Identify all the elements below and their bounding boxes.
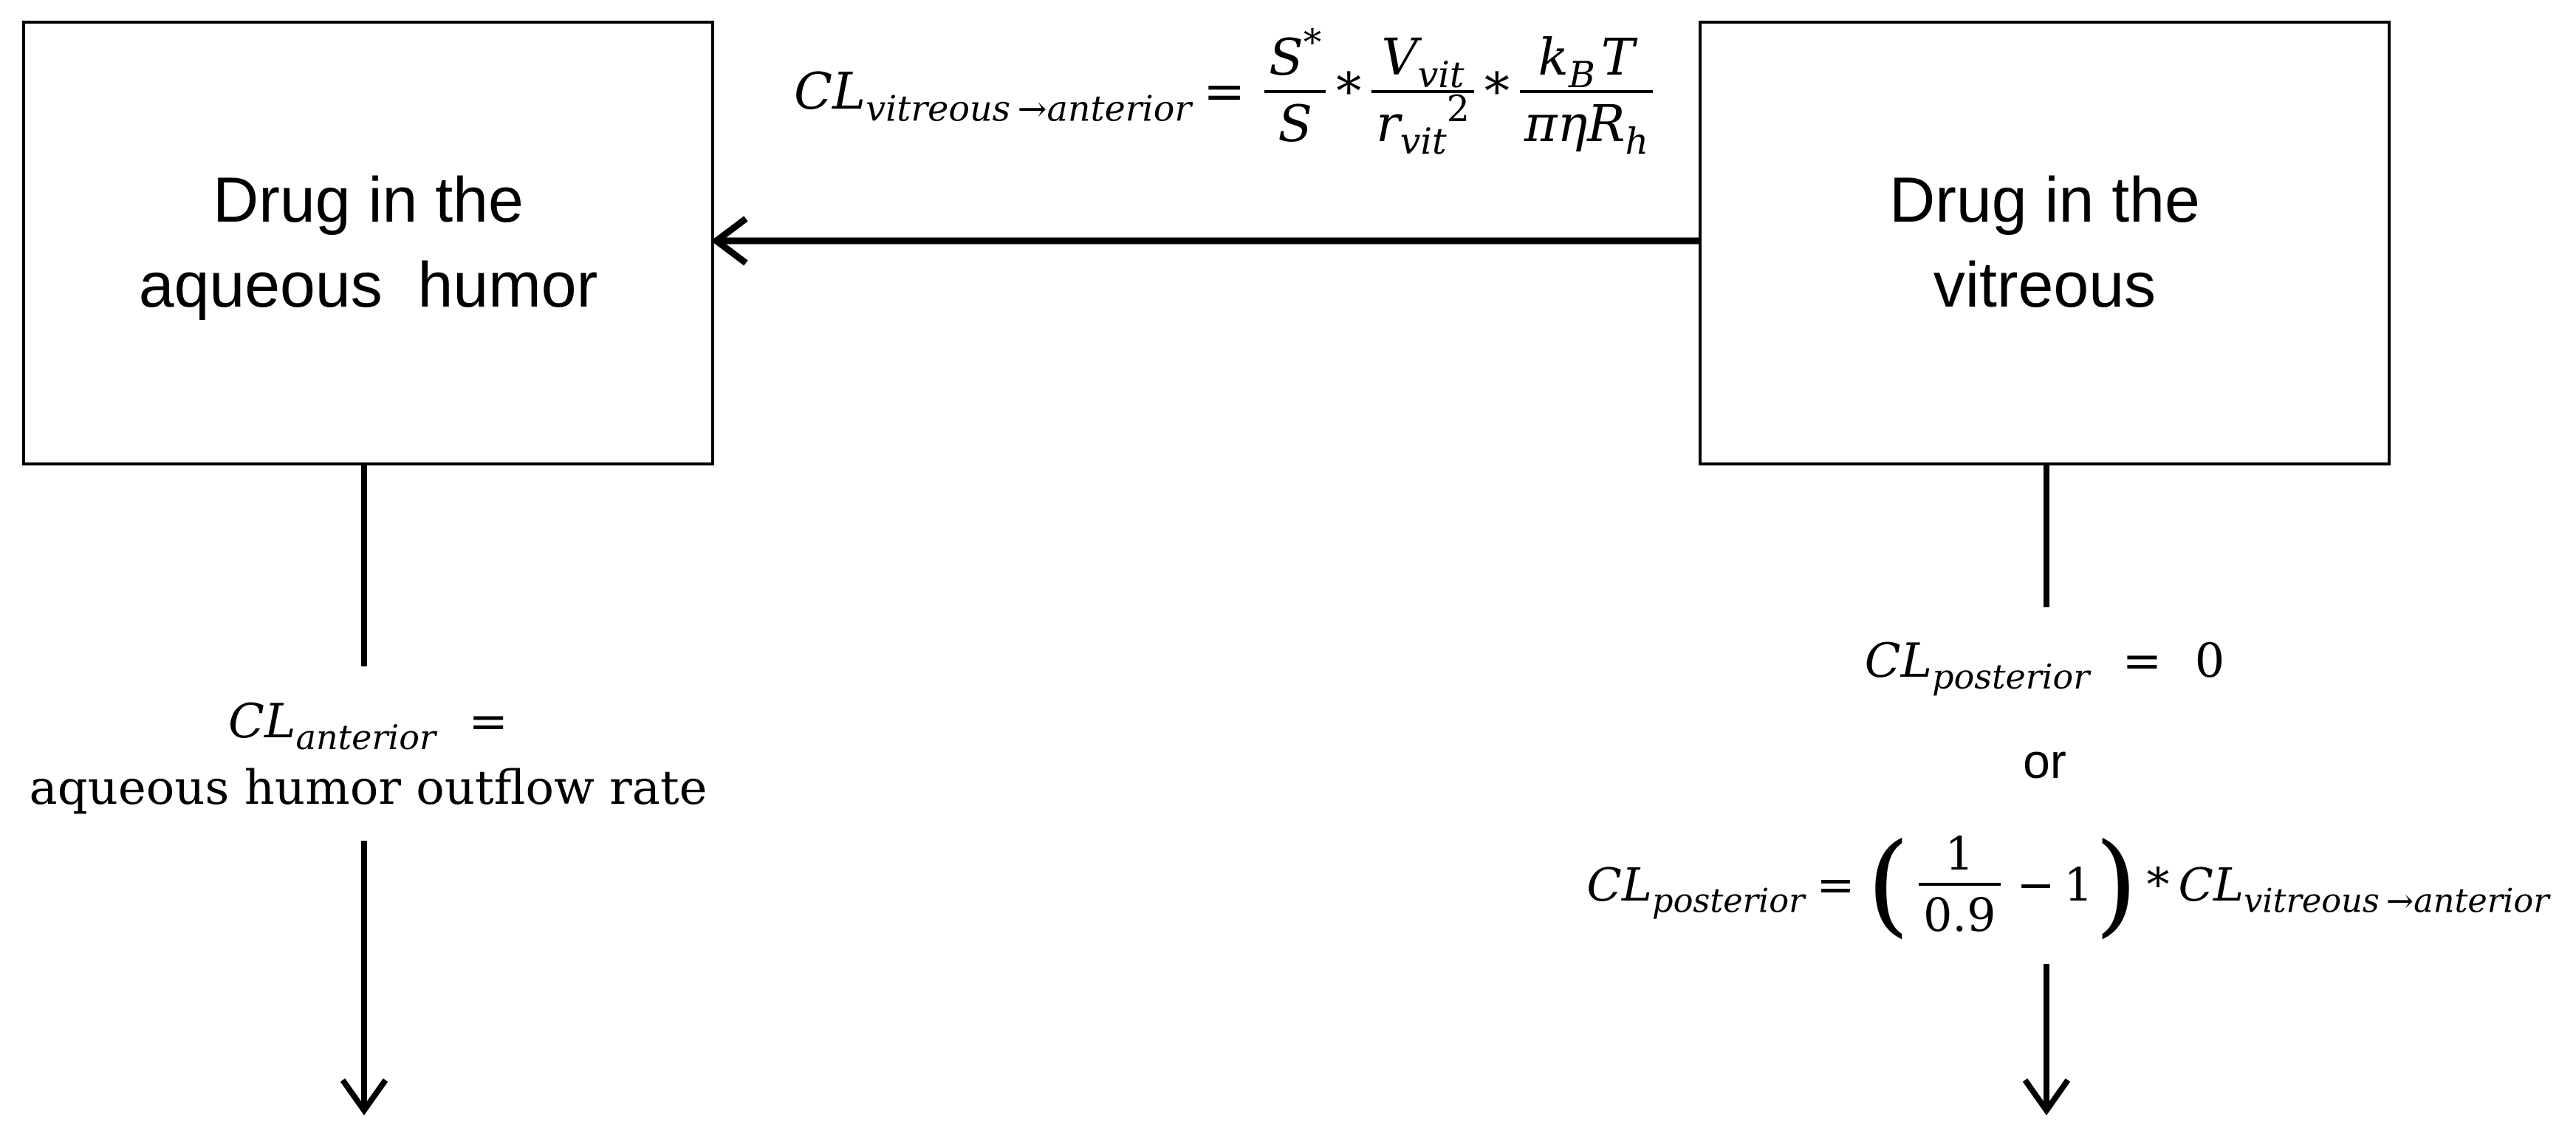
volume-radius-fraction: Vvit rvit2 <box>1371 29 1474 160</box>
surface-ratio-fraction: S* S <box>1264 24 1326 154</box>
vitreous-box-line2: vitreous <box>1933 250 2157 321</box>
posterior-clearance-zero: CLposterior = 0 <box>1864 634 2225 697</box>
posterior-alt-lhs: CLposterior <box>1586 857 1805 920</box>
transfer-clearance-equation: CLvitreous →anterior = S* S * Vvit rvit2… <box>794 24 1660 160</box>
posterior-clearance-alt: CLposterior = ( 1 0.9 − 1 ) * CLvitreous… <box>1586 820 2549 949</box>
anterior-clearance-lhs: CLanterior = <box>228 694 508 758</box>
posterior-ratio-fraction: 1 0.9 <box>1918 827 2001 942</box>
transfer-equals: = <box>1203 62 1246 121</box>
posterior-elimination-arrow <box>2022 964 2071 1116</box>
vitreous-compartment: Drug in the vitreous <box>1699 21 2391 465</box>
aqueous-humor-compartment: Drug in the aqueous humor <box>22 21 714 465</box>
transfer-lhs: CLvitreous →anterior <box>794 62 1192 130</box>
aqueous-box-line2: aqueous humor <box>138 250 598 321</box>
transfer-arrow <box>710 216 1699 266</box>
aqueous-box-line1: Drug in the <box>213 165 524 236</box>
transfer-multiply-2: * <box>1484 62 1510 121</box>
anterior-clearance-label: CLanterior = aqueous humor outflow rate <box>22 689 714 822</box>
anterior-clearance-rhs: aqueous humor outflow rate <box>29 761 708 816</box>
vitreous-box-line1: Drug in the <box>1889 165 2200 236</box>
anterior-elimination-arrow <box>340 841 388 1116</box>
posterior-alt-rhs: CLvitreous →anterior <box>2178 857 2549 920</box>
or-text: or <box>2023 734 2066 788</box>
transfer-multiply-1: * <box>1336 62 1362 121</box>
